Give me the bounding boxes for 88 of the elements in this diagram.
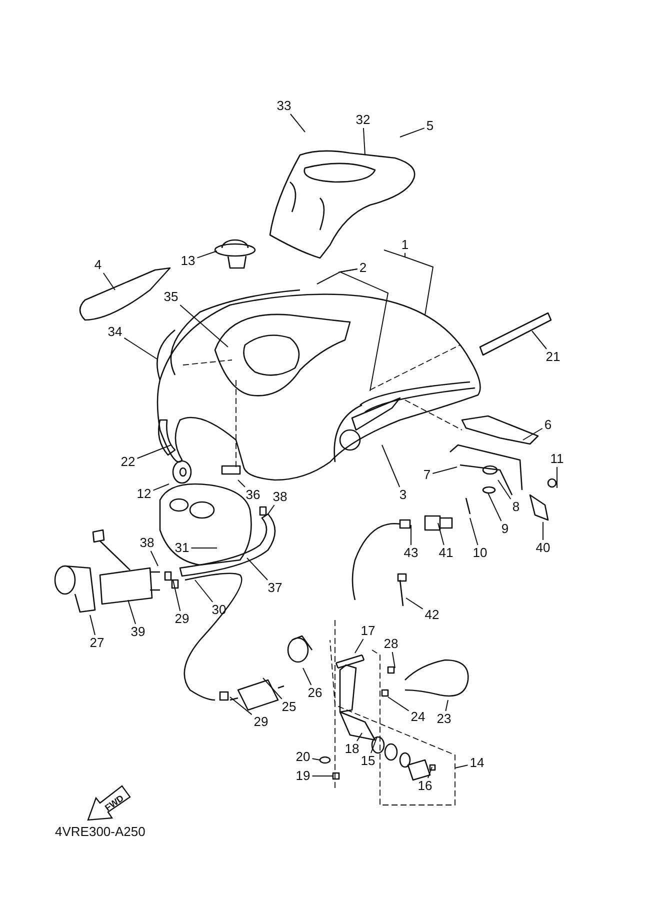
leader-line <box>172 580 181 612</box>
leader-line <box>388 696 410 712</box>
leader-line <box>354 638 364 654</box>
leader-line <box>230 696 252 716</box>
callout-number: 14 <box>470 756 484 770</box>
callout-number: 32 <box>356 113 370 127</box>
callout-number: 22 <box>120 455 136 469</box>
callout-number: 38 <box>272 490 288 504</box>
callout-number: 33 <box>276 99 292 113</box>
leader-line <box>542 522 544 540</box>
leader-line <box>454 764 468 768</box>
leader-line <box>532 330 548 350</box>
leader-line <box>384 250 406 258</box>
callout-number: 36 <box>246 488 260 502</box>
leader-line <box>262 678 282 700</box>
callout-number: 3 <box>399 488 407 502</box>
callout-number: 9 <box>501 522 509 536</box>
callout-number: 42 <box>424 608 440 622</box>
leader-line <box>338 268 389 392</box>
callout-number: 1 <box>401 238 409 252</box>
callout-number: 16 <box>418 779 432 793</box>
leader-line <box>392 652 396 668</box>
callout-number: 43 <box>404 546 418 560</box>
leader-line <box>180 304 228 348</box>
leader-line <box>312 758 320 760</box>
leader-line <box>124 337 158 360</box>
leader-line <box>400 128 425 138</box>
leader-line <box>196 250 218 258</box>
leader-line <box>432 466 458 474</box>
leader-line <box>238 480 246 488</box>
leader-line <box>150 550 158 566</box>
callout-number: 8 <box>512 500 520 514</box>
callout-number: 4 <box>94 258 102 272</box>
callout-number: 12 <box>136 487 152 501</box>
callout-number: 2 <box>359 261 367 275</box>
callout-number: 35 <box>164 290 178 304</box>
callout-number: 6 <box>544 418 552 432</box>
callout-number: 39 <box>130 625 146 639</box>
callout-number: 37 <box>268 581 282 595</box>
leader-line <box>488 492 502 522</box>
callout-number: 40 <box>536 541 550 555</box>
callout-number: 5 <box>426 119 434 133</box>
callout-number: 26 <box>308 686 322 700</box>
callout-number: 41 <box>438 546 454 560</box>
callout-number: 10 <box>472 546 488 560</box>
callout-number: 29 <box>254 715 268 729</box>
leader-line <box>128 600 136 624</box>
callout-number: 25 <box>282 700 296 714</box>
leader-line <box>556 466 558 488</box>
callout-number: 34 <box>108 325 122 339</box>
leader-line <box>522 428 543 440</box>
callout-number: 27 <box>90 636 104 650</box>
leader-line <box>382 444 400 488</box>
leader-line <box>362 128 366 156</box>
leader-line <box>102 272 116 290</box>
callout-number: 38 <box>140 536 154 550</box>
callout-number: 28 <box>384 637 398 651</box>
callout-number: 15 <box>360 754 376 768</box>
leader-line <box>194 580 214 602</box>
callout-number: 17 <box>360 624 376 638</box>
leader-line <box>470 518 478 546</box>
callout-number: 7 <box>423 468 431 482</box>
callout-number: 11 <box>550 452 564 466</box>
leader-line <box>302 668 312 686</box>
callout-number: 13 <box>180 254 196 268</box>
callout-number: 31 <box>174 541 190 555</box>
leader-line <box>370 736 378 754</box>
leader-line <box>356 732 362 742</box>
callout-number: 20 <box>296 750 310 764</box>
callout-number: 23 <box>436 712 452 726</box>
leader-line <box>406 598 424 610</box>
callout-number: 19 <box>296 769 310 783</box>
leader-line <box>136 444 172 459</box>
leader-line <box>152 484 170 491</box>
leader-line <box>427 766 432 778</box>
callout-number: 24 <box>410 710 426 724</box>
leader-line <box>290 114 306 132</box>
leader-line <box>410 524 412 546</box>
leader-line <box>246 558 268 580</box>
drawing-code: 4VRE300-A250 <box>55 824 146 839</box>
callout-number: 21 <box>546 350 560 364</box>
leader-line <box>445 700 448 712</box>
callout-number: 29 <box>174 612 190 626</box>
leader-line <box>268 504 275 514</box>
callout-number: 18 <box>344 742 360 756</box>
leader-line <box>90 614 96 636</box>
leader-line <box>498 480 512 500</box>
leader-line <box>438 522 444 546</box>
